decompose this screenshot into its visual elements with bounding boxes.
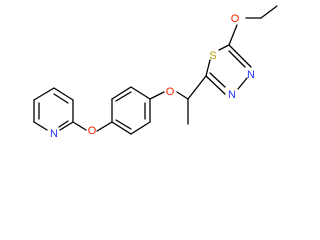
bond-ph-2-3: [130, 121, 151, 135]
bond-n4-n3: [237, 77, 248, 90]
molecule-diagram: O S N N O O N: [33, 5, 278, 140]
bond-py-inner-c: [58, 120, 69, 128]
atom-n-pyridine: N: [50, 128, 58, 140]
bond-o-phenyl: [149, 91, 165, 100]
bond-py-c4-c5: [33, 87, 55, 101]
bond-ph-5-6: [111, 86, 132, 100]
bond-c5-n4: [205, 75, 226, 95]
bond-ph-6-1: [130, 86, 151, 100]
atom-n4: N: [228, 89, 236, 101]
bond-c2-s1: [218, 44, 230, 51]
bond-n3-c2-double: [228, 50, 246, 68]
bond-phenyl-o: [96, 121, 113, 132]
bond-ethyl-ch3: [260, 5, 278, 19]
bond-py-n-c2: [59, 121, 74, 131]
bond-s1-c5: [205, 59, 211, 77]
bond-py-inner-a: [53, 93, 69, 104]
bond-py-c3-c4: [53, 87, 74, 101]
bond-o-pyridine: [72, 121, 87, 131]
atom-n3: N: [247, 69, 255, 81]
bond-ch-o: [176, 91, 189, 100]
bond-n3-c2: [228, 44, 252, 68]
bond-c5-ch: [187, 75, 207, 100]
bond-ph-3-4: [111, 121, 132, 135]
bond-ph-inner-c: [115, 91, 132, 102]
atom-o-ethoxy: O: [231, 13, 240, 25]
structure-canvas: O S N N O O N: [33, 5, 278, 140]
atom-s1: S: [209, 50, 216, 62]
atom-o-ether: O: [166, 86, 175, 98]
bond-c5-n4-double: [209, 72, 226, 88]
atom-o-aryl: O: [88, 125, 97, 137]
bond-py-c6-n: [33, 121, 48, 131]
bond-ethoxy-o-c2: [228, 24, 238, 46]
bond-ph-inner-b: [115, 119, 132, 130]
